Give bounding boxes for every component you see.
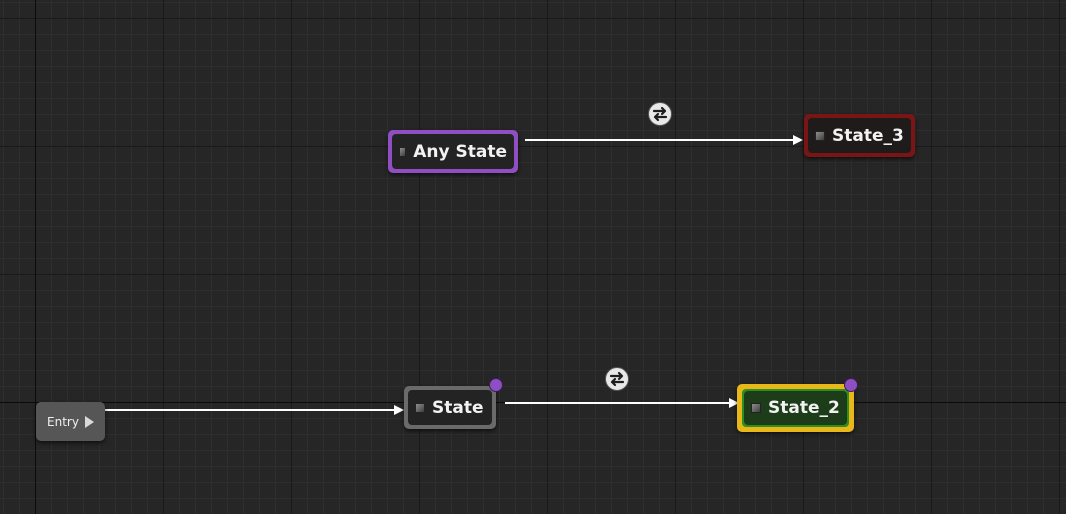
play-arrow-icon [84,415,94,428]
any-state-node[interactable]: Any State [388,130,518,173]
state-label: State [432,397,484,418]
state-cube-icon [751,403,761,413]
any-state-label: Any State [413,141,507,162]
state-2-label: State_2 [768,398,840,418]
state-3-node[interactable]: State_3 [804,114,915,157]
state-to-state-2-transition[interactable] [605,367,629,391]
any-state-to-state-3-transition[interactable] [648,102,672,126]
bidirectional-arrows-icon [652,106,668,122]
state-node[interactable]: State [404,386,496,429]
graph-origin-vertical-axis [35,0,36,514]
state-cube-icon [815,130,825,141]
entry-label: Entry [47,414,79,429]
state-output-pin[interactable] [489,378,503,392]
state-2-output-pin[interactable] [844,378,858,392]
state-cube-icon [415,402,425,413]
entry-node[interactable]: Entry [36,402,105,441]
state-cube-icon [399,146,407,157]
state-2-node[interactable]: State_2 [737,384,854,432]
bidirectional-arrows-icon [609,371,625,387]
state-3-label: State_3 [832,125,904,146]
